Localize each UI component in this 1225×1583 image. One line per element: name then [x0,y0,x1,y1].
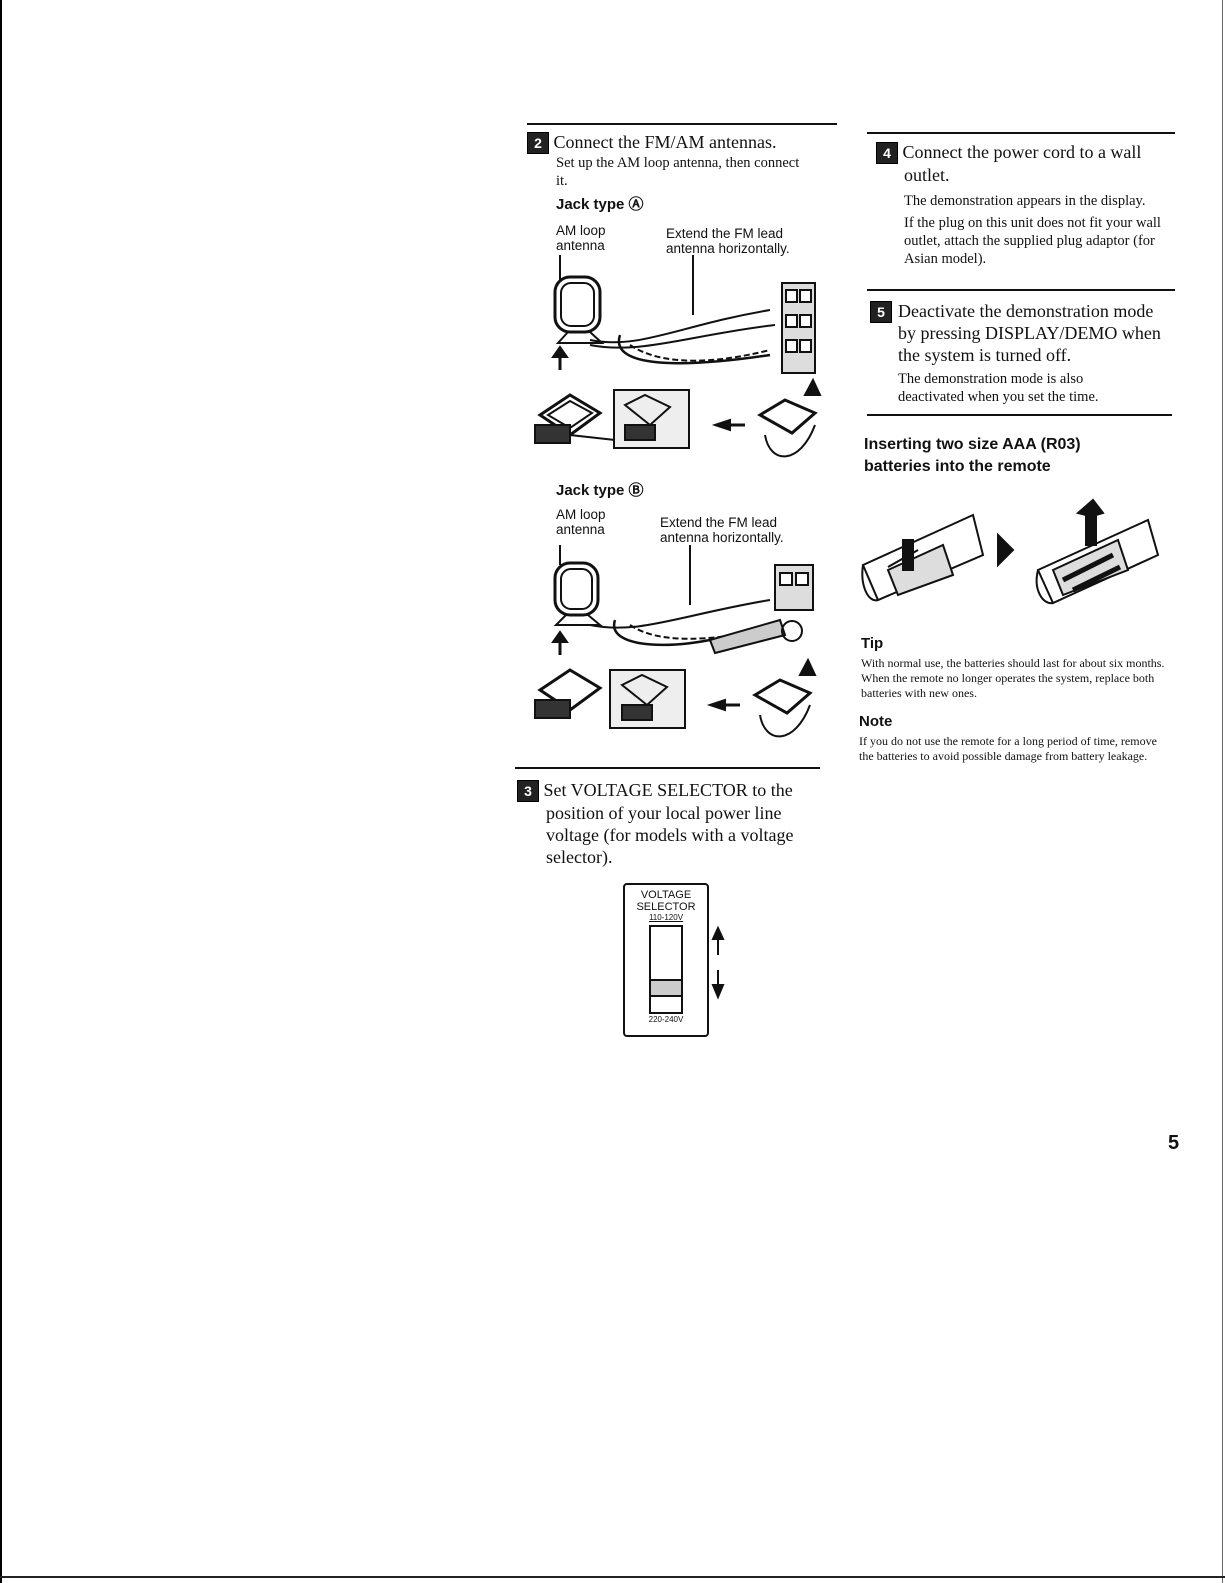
tip-heading: Tip [861,635,884,652]
batteries-heading: batteries into the remote [864,458,1051,475]
page-edge-right [1222,0,1223,1583]
remote-battery-illustration [861,498,1160,605]
page-edge-left [0,0,2,1583]
step-3-section: 3 Set VOLTAGE SELECTOR to the position o… [517,779,817,868]
voltage-top-value: 110-120V [648,913,684,922]
step-title-line: position of your local power line [546,803,782,823]
jack-a-heading: Jack type Ⓐ [556,196,644,213]
section-rule [867,414,1172,416]
step-badge: 5 [870,301,892,323]
step-body: The demonstration appears in the display… [904,193,1146,209]
voltage-bottom-value: 220-240V [648,1015,684,1024]
step-2-section: 2 Connect the FM/AM antennas. Set up the… [527,131,837,214]
note-section: Note If you do not use the remote for a … [859,713,1169,764]
step-4-section: 4 Connect the power cord to a wall outle… [876,141,1176,268]
step-title-line: voltage (for models with a voltage [546,825,794,845]
note-heading: Note [859,713,893,730]
page-edge-bottom [0,1576,1225,1578]
up-down-arrows-icon [711,925,725,1000]
jack-b-illustration [534,545,817,738]
step-title-line: outlet. [904,165,950,185]
step-body: The demonstration mode is also deactivat… [898,371,1099,405]
step-5-section: 5 Deactivate the demonstration mode by p… [870,300,1175,406]
step-badge: 4 [876,142,898,164]
jack-a-illustration [534,255,822,458]
tip-section: Tip With normal use, the batteries shoul… [861,635,1171,701]
batteries-section: Inserting two size AAA (R03) batteries i… [864,434,1174,478]
section-rule [527,123,837,125]
voltage-slider[interactable] [649,925,683,1014]
step-title: Connect the power cord to a wall [902,142,1142,162]
step-badge: 3 [517,780,539,802]
step-title-line: selector). [546,847,613,867]
voltage-selector-label: VOLTAGE SELECTOR [636,889,696,913]
tip-text: With normal use, the batteries should la… [861,656,1165,700]
batteries-heading: Inserting two size AAA (R03) [864,436,1081,453]
voltage-selector-panel: VOLTAGE SELECTOR 110-120V 220-240V [623,883,709,1037]
step-body: Set up the AM loop antenna, then connect… [556,155,800,189]
voltage-slider-knob[interactable] [651,979,681,997]
step-badge: 2 [527,132,549,154]
page-number: 5 [1168,1132,1180,1154]
step-title: Deactivate the demonstration mode by pre… [898,301,1161,365]
step-body: If the plug on this unit does not fit yo… [904,215,1161,267]
step-title: Set VOLTAGE SELECTOR to the [543,780,793,800]
section-rule [867,132,1175,134]
step-title: Connect the FM/AM antennas. [553,132,777,152]
jack-b-heading: Jack type Ⓑ [556,482,644,499]
section-rule [515,767,820,769]
section-rule [867,289,1175,291]
note-text: If you do not use the remote for a long … [859,734,1157,763]
